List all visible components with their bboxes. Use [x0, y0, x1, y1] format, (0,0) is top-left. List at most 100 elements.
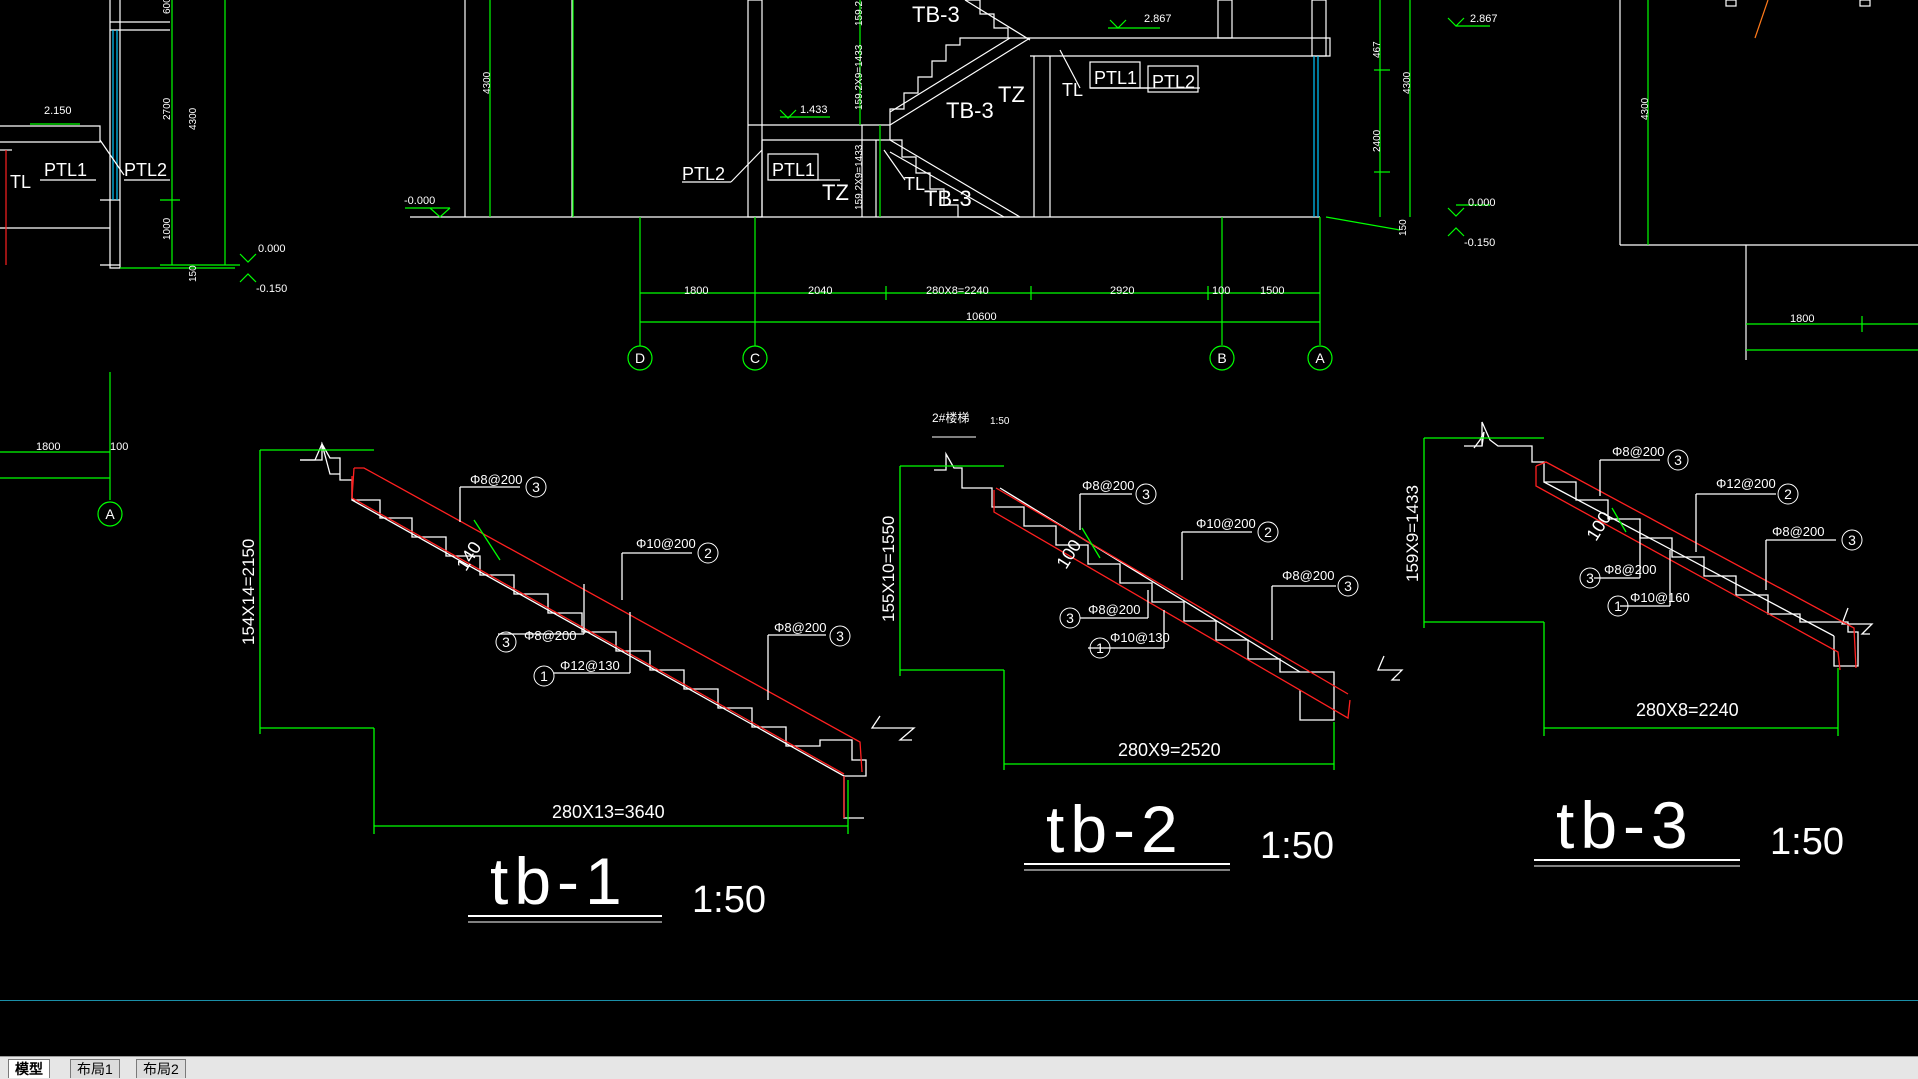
elev-minus-0150-right: -0.150: [1464, 237, 1495, 249]
elev-1433: 1.433: [800, 104, 828, 116]
tb-3-rebar-e: Φ10@160: [1630, 590, 1690, 605]
elev-minus-0150-left: -0.150: [256, 283, 287, 295]
building-section: [0, 0, 1918, 500]
label-tl-upper: TL: [1062, 80, 1083, 100]
tb-2-title: tb-2 1:50: [1024, 792, 1334, 871]
beam-labels: PTL1 PTL2 TL PTL1 PTL2 TL PTL1 PTL2 TL: [10, 68, 1195, 194]
hdim-2240: 280X8=2240: [926, 285, 989, 297]
elev-0000-right: 0.000: [1468, 197, 1496, 209]
vdim-4300-far: 4300: [1640, 97, 1651, 120]
left-hdim-100: 100: [110, 441, 128, 453]
vdim-4300-main: 4300: [482, 71, 493, 94]
tb-3-marker-c: 3: [1848, 532, 1856, 548]
label-tl-mid: TL: [904, 174, 925, 194]
layout-tab-bar: 模型 布局1 布局2: [0, 1056, 1918, 1079]
tb-1-rebar-d: Φ12@130: [560, 658, 620, 673]
vdim-467: 467: [1372, 41, 1383, 58]
axis-D: D: [635, 350, 645, 366]
label-ptl1-mid: PTL1: [772, 160, 815, 180]
detail-tb-2: [899, 451, 1404, 770]
elev-2867-right: 2.867: [1470, 13, 1498, 25]
detail-tb-3: [1423, 421, 1874, 736]
tb-3-marker-d: 3: [1586, 570, 1594, 586]
label-ptl2-left: PTL2: [124, 160, 167, 180]
tb-1-marker-b: 2: [704, 545, 712, 561]
tb-2-thickness: 100: [1052, 536, 1085, 572]
hdim-1500: 1500: [1260, 285, 1284, 297]
tb-2-marker-b: 2: [1264, 524, 1272, 540]
tab-model[interactable]: 模型: [8, 1059, 50, 1078]
tab-layout-1[interactable]: 布局1: [70, 1059, 120, 1078]
tb-2-marker-e: 1: [1096, 640, 1104, 656]
tb-2-width-dim: 280X9=2520: [1118, 740, 1221, 760]
tb-1-markers: 3 2 3 1 3: [495, 476, 851, 687]
hdim-100: 100: [1212, 285, 1230, 297]
tb-3-height-dim: 159X9=1433: [1403, 485, 1422, 582]
label-tb3-upper: TB-3: [912, 2, 960, 27]
label-ptl2-upper: PTL2: [1152, 72, 1195, 92]
elevation-labels: 2.867 2.867 2.150 1.433 -0.000 0.000 -0.…: [44, 13, 1498, 295]
axis-A-left: A: [105, 506, 115, 522]
tb-2-rebar-d: Φ8@200: [1088, 602, 1141, 617]
tb-1-name: tb-1: [490, 844, 628, 918]
label-ptl1-left: PTL1: [44, 160, 87, 180]
viewport-border-line: [0, 1000, 1918, 1001]
label-tl-left: TL: [10, 172, 31, 192]
vertical-dim-labels: 600 2700 4300 1000 150 4300 159.2 159.2X…: [162, 0, 1651, 282]
tb-1-rebar-a: Φ8@200: [470, 472, 523, 487]
tb-1-scale: 1:50: [692, 879, 766, 921]
elev-0000-left: 0.000: [258, 243, 286, 255]
label-ptl1-upper: PTL1: [1094, 68, 1137, 88]
hdim-2920: 2920: [1110, 285, 1134, 297]
subtitle-text: 2#楼梯: [932, 410, 969, 425]
section-stair-upper: [889, 37, 1031, 126]
right-hdim-1800: 1800: [1790, 313, 1814, 325]
hdim-2040: 2040: [808, 285, 832, 297]
tb-3-name: tb-3: [1556, 788, 1694, 862]
tb-3-thickness: 100: [1582, 508, 1615, 544]
tb-3-rebar-c: Φ8@200: [1772, 524, 1825, 539]
axis-C: C: [750, 350, 760, 366]
tb-2-marker-a: 3: [1142, 486, 1150, 502]
tb-2-name: tb-2: [1046, 792, 1184, 866]
section-stair-lower: [889, 139, 1021, 218]
vdim-step-lower: 159.2X9=1433: [854, 144, 865, 210]
tb-2-marker-d: 3: [1066, 610, 1074, 626]
tb-2-labels: 155X10=1550 280X9=2520 100 Φ8@200 Φ10@20…: [879, 478, 1335, 760]
tb-1-width-dim: 280X13=3640: [552, 802, 665, 822]
tb-3-rebar-d: Φ8@200: [1604, 562, 1657, 577]
tab-layout-2[interactable]: 布局2: [136, 1059, 186, 1078]
tb-3-marker-e: 1: [1614, 598, 1622, 614]
tb-1-marker-e: 3: [836, 628, 844, 644]
tb-1-height-dim: 154X14=2150: [239, 539, 258, 645]
tb-2-rebar-a: Φ8@200: [1082, 478, 1135, 493]
vdim-600: 600: [162, 0, 173, 14]
axis-A: A: [1315, 350, 1325, 366]
cad-drawing-canvas[interactable]: TB-3 TB-3 TB-3 TZ TZ PTL1 PTL2 TL PTL1 P…: [0, 0, 1918, 1050]
tb-2-rebar-e: Φ10@130: [1110, 630, 1170, 645]
vdim-step-upper: 159.2X9=1433: [854, 44, 865, 110]
elev-2150: 2.150: [44, 105, 72, 117]
subtitle-scale: 1:50: [990, 416, 1010, 427]
tb-1-title: tb-1 1:50: [468, 844, 766, 923]
hdim-total: 10600: [966, 311, 997, 323]
tb-3-width-dim: 280X8=2240: [1636, 700, 1739, 720]
tb-2-markers: 3 2 3 3 1: [1059, 483, 1359, 659]
label-tb3-lower: TB-3: [924, 186, 972, 211]
grid-axes: D C B A A: [97, 345, 1333, 527]
tb-1-marker-d: 1: [540, 668, 548, 684]
horizontal-dim-labels: 1800 2040 280X8=2240 2920 100 1500 10600…: [36, 285, 1814, 453]
tb-3-title: tb-3 1:50: [1534, 788, 1844, 867]
tb-2-marker-c: 3: [1344, 578, 1352, 594]
vdim-150-left: 150: [188, 265, 199, 282]
vdim-2700: 2700: [162, 97, 173, 120]
tb-2-scale: 1:50: [1260, 825, 1334, 867]
axis-B: B: [1217, 350, 1226, 366]
label-tz-lower: TZ: [822, 180, 849, 205]
elev-minus-0000: -0.000: [404, 195, 435, 207]
section-labels: TB-3 TB-3 TB-3 TZ TZ: [822, 2, 1025, 211]
tb-1-rebar-b: Φ10@200: [636, 536, 696, 551]
vdim-1592: 159.2: [854, 1, 865, 26]
tb-2-height-dim: 155X10=1550: [879, 516, 898, 622]
tb-3-marker-a: 3: [1674, 452, 1682, 468]
